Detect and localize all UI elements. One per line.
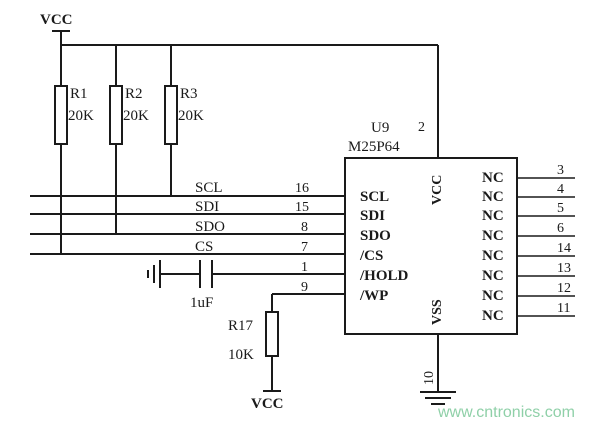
vcc-top-label: VCC (40, 12, 73, 28)
watermark-text: www.cntronics.com (437, 404, 575, 421)
r1-value: 20K (68, 108, 94, 124)
pin-func-nc-11: NC (482, 308, 504, 324)
pin-number-8: 8 (301, 220, 308, 235)
pin-number-7: 7 (301, 240, 308, 255)
capacitor-c1: 1uF (160, 260, 213, 311)
net-label-cs: CS (195, 239, 213, 255)
bus-lines (30, 195, 345, 312)
pin-func-nc-4: NC (482, 189, 504, 205)
pin-func-nc-13: NC (482, 268, 504, 284)
vcc-top-symbol: VCC (40, 12, 73, 45)
resistor-r2: R2 20K (109, 45, 149, 234)
pin-number-4: 4 (557, 182, 564, 197)
pin-func-sdi: SDI (360, 208, 385, 224)
resistor-r1: R1 20K (54, 45, 94, 254)
pin-number-9: 9 (301, 280, 308, 295)
ground-symbol-left (147, 260, 161, 288)
pin-number-16: 16 (295, 181, 309, 196)
r2-ref: R2 (125, 86, 143, 102)
r3-ref: R3 (180, 86, 198, 102)
pin-number-15: 15 (295, 200, 309, 215)
vcc-bottom-symbol: VCC (251, 390, 284, 412)
pin-func-nc-14: NC (482, 248, 504, 264)
r2-value: 20K (123, 108, 149, 124)
pin-func-cs: /CS (359, 248, 383, 264)
pin-number-14: 14 (557, 241, 571, 256)
pin-func-scl: SCL (360, 189, 389, 205)
pin-number-1: 1 (301, 260, 308, 275)
pin-func-nc-12: NC (482, 288, 504, 304)
net-label-scl: SCL (195, 180, 223, 196)
pin-func-nc-3: NC (482, 170, 504, 186)
vss-ground: 10 (420, 334, 456, 405)
pin-func-hold: /HOLD (359, 268, 409, 284)
chip-vcc-label: VCC (430, 175, 445, 205)
capacitor-value: 1uF (190, 295, 213, 311)
r3-value: 20K (178, 108, 204, 124)
vcc-bottom-label: VCC (251, 396, 284, 412)
pin-func-nc-6: NC (482, 228, 504, 244)
r17-value: 10K (228, 347, 254, 363)
net-label-sdo: SDO (195, 219, 225, 235)
r1-ref: R1 (70, 86, 88, 102)
pin-number-3: 3 (557, 163, 564, 178)
resistor-r17: R17 10K (228, 311, 279, 391)
chip-ref: U9 (371, 120, 389, 136)
vcc-pin-number: 2 (418, 120, 425, 135)
resistor-r3: R3 20K (164, 45, 204, 196)
chip-u9: U9 M25P64 SCL SDI SDO /CS /HOLD /WP VCC … (344, 120, 518, 335)
chip-vss-label: VSS (430, 299, 445, 325)
pin-number-12: 12 (557, 281, 571, 296)
pin-number-13: 13 (557, 261, 571, 276)
chip-part-number: M25P64 (348, 139, 400, 155)
pin-number-11: 11 (557, 301, 570, 316)
r17-ref: R17 (228, 318, 254, 334)
pin-number-5: 5 (557, 201, 564, 216)
pin-func-wp: /WP (359, 288, 388, 304)
right-pin-stubs (517, 177, 575, 317)
pin-number-6: 6 (557, 221, 564, 236)
pin-func-sdo: SDO (360, 228, 391, 244)
pin-func-nc-5: NC (482, 208, 504, 224)
vss-pin-number: 10 (422, 371, 437, 385)
net-label-sdi: SDI (195, 199, 219, 215)
